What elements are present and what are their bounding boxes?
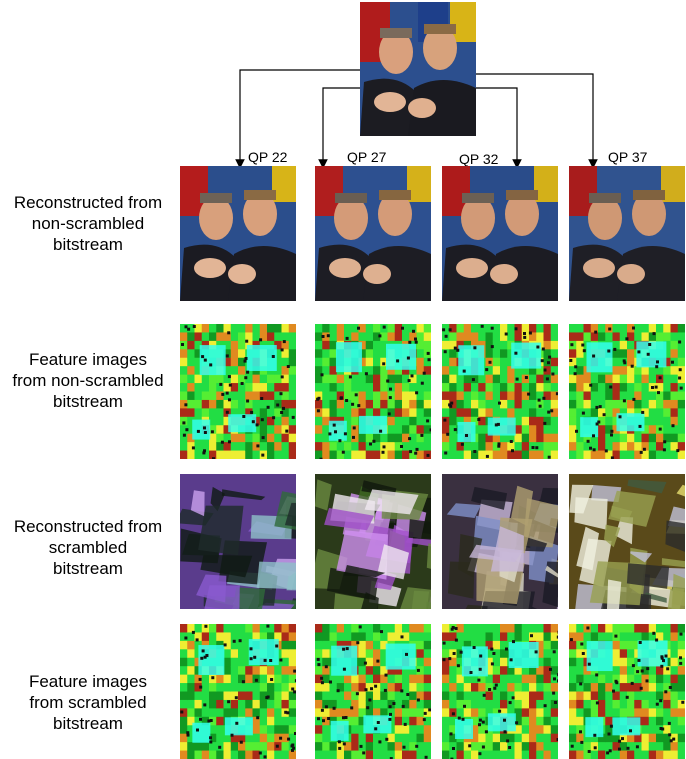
reconstructed-nonscrambled-qp32-image — [442, 166, 558, 301]
row-label-feature-nonscrambled: Feature images from non-scrambled bitstr… — [12, 350, 164, 411]
qp-label-37: QP 37 — [608, 149, 648, 165]
feature-scrambled-qp32-image — [442, 624, 558, 759]
original-photo-icon — [360, 2, 476, 136]
arrow-qp27 — [318, 87, 360, 169]
reconstructed-nonscrambled-qp22-image — [180, 166, 296, 301]
arrow-qp32 — [476, 87, 522, 169]
arrow-qp37 — [476, 73, 598, 169]
reconstructed-nonscrambled-qp27-image — [315, 166, 431, 301]
original-image — [360, 2, 476, 136]
row-label-reconstructed-nonscrambled: Reconstructed from non-scrambled bitstre… — [13, 193, 163, 254]
row-label-feature-scrambled: Feature images from scrambled bitstream — [28, 672, 148, 733]
qp-label-32: QP 32 — [459, 151, 499, 167]
qp-label-27: QP 27 — [347, 149, 387, 165]
reconstructed-nonscrambled-qp37-image — [569, 166, 685, 301]
arrow-qp22 — [235, 69, 360, 169]
feature-nonscrambled-qp27-image — [315, 324, 431, 459]
feature-nonscrambled-qp22-image — [180, 324, 296, 459]
reconstructed-scrambled-qp37-image — [569, 474, 685, 609]
qp-label-22: QP 22 — [248, 149, 288, 165]
reconstructed-scrambled-qp22-image — [180, 474, 296, 609]
feature-nonscrambled-qp37-image — [569, 324, 685, 459]
feature-scrambled-qp27-image — [315, 624, 431, 759]
row-label-reconstructed-scrambled: Reconstructed from scrambled bitstream — [13, 517, 163, 578]
reconstructed-scrambled-qp27-image — [315, 474, 431, 609]
reconstructed-scrambled-qp32-image — [442, 474, 558, 609]
feature-scrambled-qp22-image — [180, 624, 296, 759]
feature-scrambled-qp37-image — [569, 624, 685, 759]
feature-nonscrambled-qp32-image — [442, 324, 558, 459]
